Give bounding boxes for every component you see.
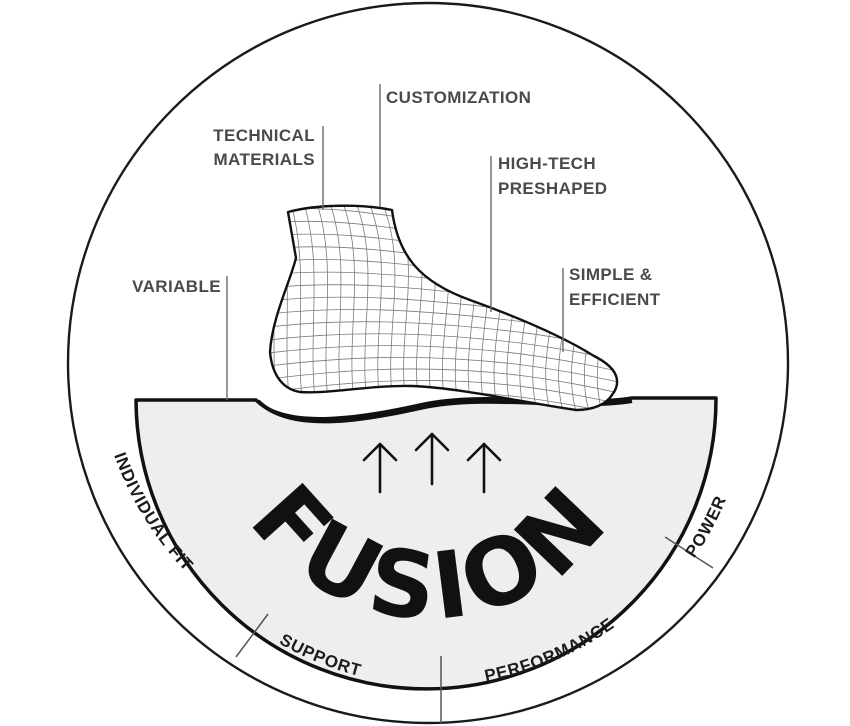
label-high-tech-line2: PRESHAPED [498, 179, 607, 198]
label-customization: CUSTOMIZATION [386, 88, 531, 107]
label-variable: VARIABLE [132, 277, 221, 296]
arrow-up-icon [414, 432, 450, 486]
insole-base [134, 396, 718, 691]
label-simple-line1: SIMPLE & [569, 265, 653, 284]
arrow-up-icon [466, 442, 502, 494]
label-high-tech-line1: HIGH-TECH [498, 154, 596, 173]
label-simple-line2: EFFICIENT [569, 290, 661, 309]
segment-divider [235, 613, 269, 658]
up-arrows [362, 432, 502, 494]
arrow-up-icon [362, 442, 398, 494]
label-technical-line2: MATERIALS [214, 150, 316, 169]
label-technical-line1: TECHNICAL [213, 126, 315, 145]
segment-divider [664, 536, 714, 569]
